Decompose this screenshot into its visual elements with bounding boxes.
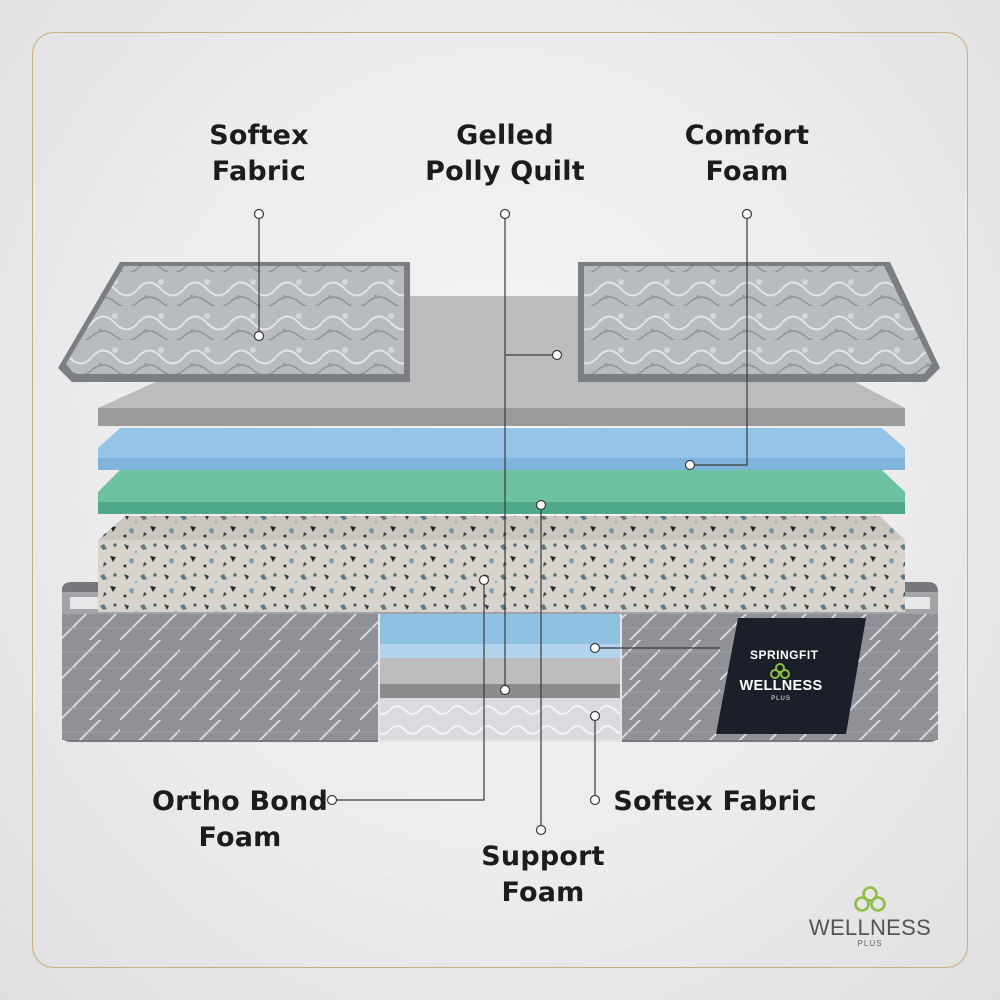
- brand-badge: SPRINGFIT WELLNESS PLUS: [716, 618, 866, 734]
- frame-border: [32, 32, 968, 968]
- label-support-foam: Support Foam: [481, 841, 605, 908]
- label-comfort-foam: Comfort Foam: [684, 120, 810, 187]
- label-ortho-bond-foam: Ortho Bond Foam: [151, 786, 329, 853]
- badge-clover-icon: [770, 663, 790, 679]
- label-gelled-polly-quilt: Gelled Polly Quilt: [425, 120, 585, 187]
- badge-brand-main: WELLNESS: [739, 678, 823, 694]
- corner-logo: WELLNESS PLUS: [805, 885, 935, 948]
- corner-logo-name: WELLNESS: [808, 915, 932, 940]
- top-quilt-panel-right: [578, 262, 940, 382]
- brand-badge-bg: [716, 618, 866, 734]
- label-softex-fabric-bottom: Softex Fabric: [613, 786, 817, 817]
- leader-lines: [258, 214, 748, 830]
- badge-brand-sub: PLUS: [771, 696, 791, 702]
- cutaway-layers: [378, 614, 622, 742]
- callout-dots: [253, 208, 753, 836]
- ortho-bond-foam-layer: [98, 516, 905, 612]
- label-softex-fabric-top: Softex Fabric: [209, 120, 309, 187]
- clover-logo-icon: [854, 886, 886, 912]
- badge-brand-top: SPRINGFIT: [750, 648, 819, 662]
- corner-logo-sub: PLUS: [857, 939, 883, 948]
- top-quilt-panel-left: [58, 262, 410, 382]
- support-foam-layer: [98, 470, 905, 514]
- comfort-foam-layer: [98, 428, 905, 470]
